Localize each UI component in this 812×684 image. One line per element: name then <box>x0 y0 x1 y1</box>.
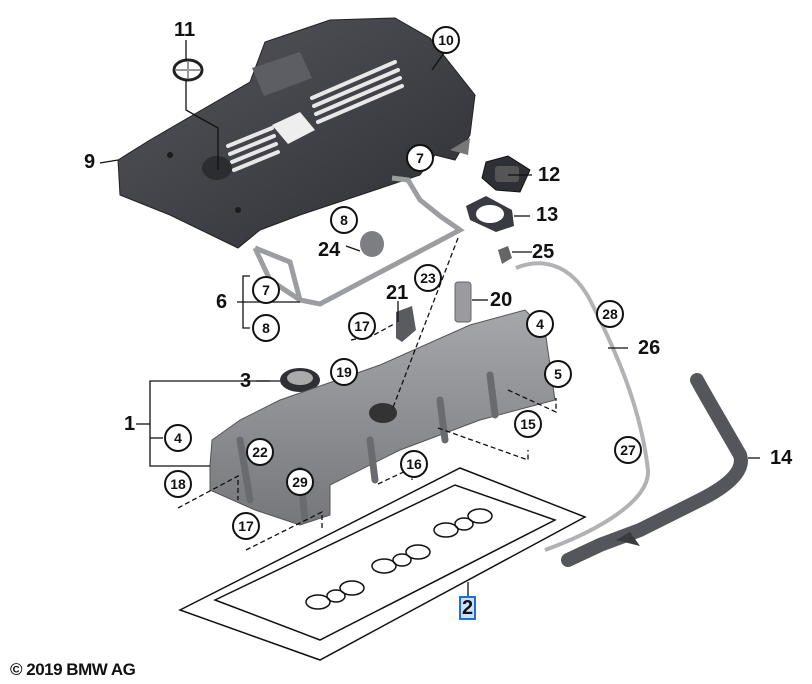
bracket[interactable] <box>396 306 416 342</box>
callout-5[interactable]: 5 <box>544 360 572 388</box>
oil-dipstick-tube[interactable] <box>454 281 472 323</box>
callout-12[interactable]: 12 <box>538 164 561 186</box>
callout-20[interactable]: 20 <box>490 289 513 311</box>
callout-28[interactable]: 28 <box>596 300 624 328</box>
callout-17-top[interactable]: 17 <box>348 312 376 340</box>
callout-17-bottom[interactable]: 17 <box>232 512 260 540</box>
callout-4-group[interactable]: 4 <box>164 424 192 452</box>
callout-26[interactable]: 26 <box>638 337 661 359</box>
breather-pipe[interactable] <box>561 373 748 567</box>
callout-10[interactable]: 10 <box>432 26 460 54</box>
callout-2-selected[interactable]: 2 <box>458 596 477 620</box>
callout-7-top[interactable]: 7 <box>406 144 434 172</box>
callout-1[interactable]: 1 <box>124 413 136 435</box>
callout-6[interactable]: 6 <box>216 291 228 313</box>
oil-filler-cap[interactable] <box>481 155 531 193</box>
pipe-connector <box>616 532 640 546</box>
copyright-notice: © 2019 BMW AG <box>10 660 136 679</box>
callout-11[interactable]: 11 <box>174 19 196 41</box>
valve-cover-gasket[interactable] <box>178 467 587 661</box>
callout-23[interactable]: 23 <box>414 264 442 292</box>
callout-9[interactable]: 9 <box>84 151 96 173</box>
callout-3[interactable]: 3 <box>240 370 252 392</box>
callout-27[interactable]: 27 <box>614 436 642 464</box>
callout-16[interactable]: 16 <box>400 450 428 478</box>
hose-clip[interactable] <box>498 246 512 264</box>
callout-8-top[interactable]: 8 <box>330 206 358 234</box>
seal-ring[interactable] <box>280 368 320 392</box>
callout-13[interactable]: 13 <box>536 204 559 226</box>
callout-22[interactable]: 22 <box>246 438 274 466</box>
engine-cover[interactable] <box>117 17 476 249</box>
callout-18[interactable]: 18 <box>164 470 192 498</box>
callout-21[interactable]: 21 <box>386 282 409 304</box>
callout-15[interactable]: 15 <box>514 410 542 438</box>
blanking-plug[interactable] <box>360 231 384 257</box>
callout-8-group[interactable]: 8 <box>252 314 280 342</box>
callout-7-group[interactable]: 7 <box>252 276 280 304</box>
bmw-emblem[interactable] <box>172 58 204 82</box>
callout-19[interactable]: 19 <box>330 358 358 386</box>
callout-25[interactable]: 25 <box>532 241 555 263</box>
callout-4-top[interactable]: 4 <box>526 310 554 338</box>
leader-lines <box>99 40 760 596</box>
callout-29[interactable]: 29 <box>286 468 314 496</box>
callout-24[interactable]: 24 <box>318 239 341 261</box>
filler-cap-gasket[interactable] <box>466 196 514 232</box>
vent-hose[interactable] <box>515 261 651 552</box>
cylinder-head-cover[interactable] <box>209 309 556 526</box>
callout-14[interactable]: 14 <box>770 447 793 469</box>
